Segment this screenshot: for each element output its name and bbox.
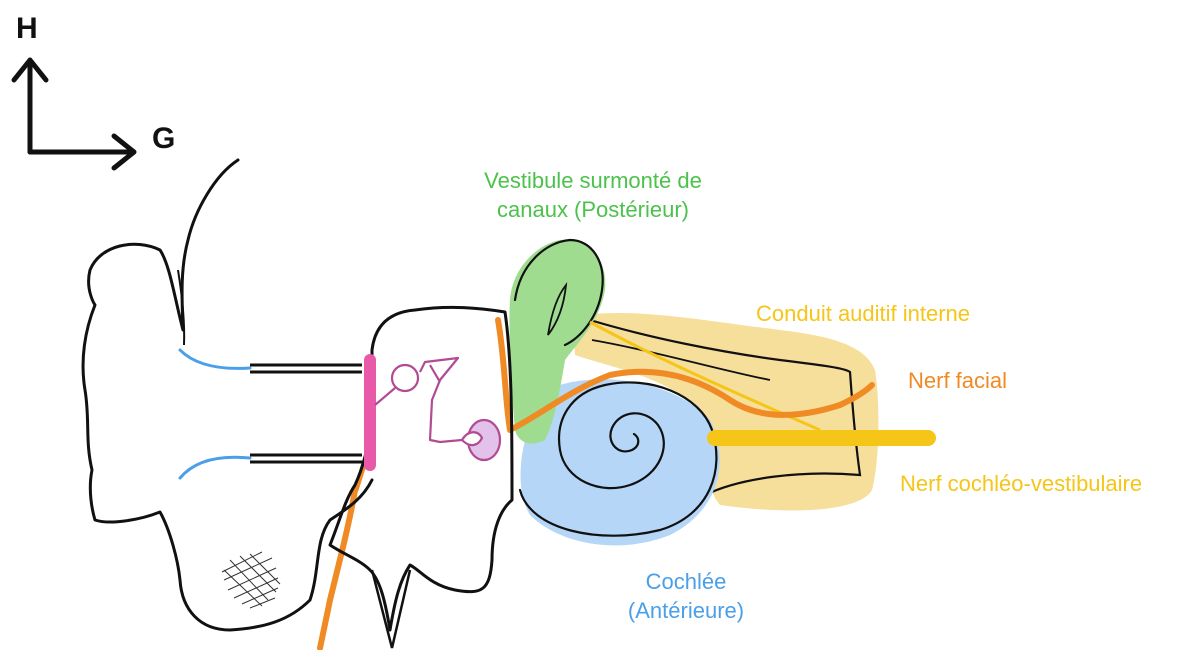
canal-lining	[180, 350, 250, 478]
label-cochlee-line1: Cochlée	[606, 567, 766, 596]
label-nerf-cochleo-vestibulaire: Nerf cochléo-vestibulaire	[900, 469, 1142, 498]
hatched-zone	[222, 552, 280, 608]
pavillon-outline	[83, 160, 372, 630]
label-cochlee-line2: (Antérieure)	[606, 596, 766, 625]
middle-ear-outline	[330, 307, 512, 630]
vertical-axis-arrow	[14, 60, 46, 152]
label-cochlee: Cochlée (Antérieure)	[606, 567, 766, 625]
label-vestibule: Vestibule surmonté de canaux (Postérieur…	[438, 166, 748, 224]
label-vestibule-line2: canaux (Postérieur)	[438, 195, 748, 224]
label-nerf-facial: Nerf facial	[908, 366, 1007, 395]
label-vestibule-line1: Vestibule surmonté de	[438, 166, 748, 195]
axis-label-g: G	[152, 122, 175, 156]
axis-label-h: H	[16, 12, 38, 46]
orientation-axes	[14, 60, 134, 168]
label-conduit-auditif-interne: Conduit auditif interne	[756, 299, 970, 328]
conduit-externe	[250, 365, 362, 462]
horizontal-axis-arrow	[30, 136, 134, 168]
osselets	[375, 358, 500, 460]
